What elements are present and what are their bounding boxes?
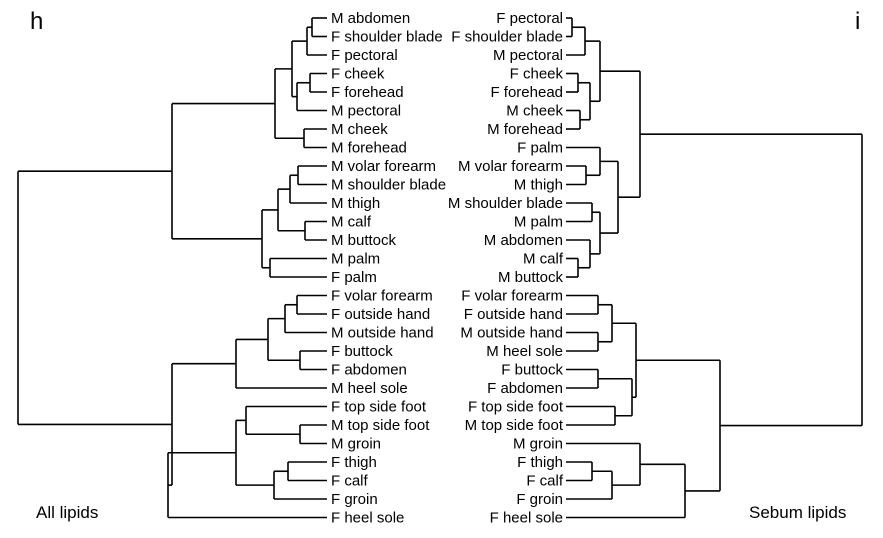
left-leaf-label: F buttock — [331, 343, 393, 360]
left-leaf-label: M groin — [331, 436, 381, 453]
panel-label-h: h — [30, 8, 44, 35]
right-leaf-label: F cheek — [510, 66, 564, 83]
right-leaf-label: F thigh — [517, 454, 563, 471]
right-leaf-label: F groin — [516, 491, 563, 508]
left-leaf-label: F outside hand — [331, 306, 430, 323]
left-leaf-label: F abdomen — [331, 362, 407, 379]
right-leaf-label: F volar forearm — [461, 288, 563, 305]
right-leaf-label: M thigh — [514, 177, 563, 194]
left-leaf-label: M abdomen — [331, 10, 410, 27]
left-leaf-label: F palm — [331, 269, 377, 286]
left-leaf-label: M buttock — [331, 232, 397, 249]
left-leaf-label: F cheek — [331, 66, 385, 83]
right-leaf-label: F outside hand — [464, 306, 563, 323]
right-leaf-label: F calf — [526, 473, 564, 490]
left-leaf-label: M outside hand — [331, 325, 434, 342]
right-leaf-label: M heel sole — [486, 343, 563, 360]
left-leaf-label: M pectoral — [331, 103, 401, 120]
right-leaf-label: M groin — [513, 436, 563, 453]
left-tree-caption: All lipids — [36, 503, 99, 522]
left-leaf-label: F volar forearm — [331, 288, 433, 305]
right-dendrogram-sebum-lipids — [566, 17, 863, 519]
left-leaf-label: F calf — [331, 473, 369, 490]
right-leaf-label: M outside hand — [460, 325, 563, 342]
right-leaf-label: F buttock — [501, 362, 563, 379]
left-leaf-label: M top side foot — [331, 417, 430, 434]
right-leaf-label: M palm — [514, 214, 563, 231]
right-leaf-label: M calf — [523, 251, 564, 268]
left-leaf-label: M palm — [331, 251, 380, 268]
right-leaf-label: M pectoral — [493, 47, 563, 64]
left-leaf-label: F shoulder blade — [331, 29, 443, 46]
left-leaf-label: M thigh — [331, 195, 380, 212]
left-leaf-label: F groin — [331, 491, 378, 508]
right-leaf-label: F palm — [517, 140, 563, 157]
panel-label-i: i — [855, 8, 861, 35]
right-tree-caption: Sebum lipids — [749, 503, 847, 522]
left-leaf-label: M shoulder blade — [331, 177, 446, 194]
right-leaf-label: F shoulder blade — [451, 29, 563, 46]
right-leaf-label: M cheek — [506, 103, 563, 120]
left-leaf-label: F thigh — [331, 454, 377, 471]
right-leaf-label: F heel sole — [490, 510, 563, 527]
right-leaf-label: M shoulder blade — [448, 195, 563, 212]
right-leaf-label: M buttock — [498, 269, 564, 286]
right-leaf-label: F top side foot — [468, 399, 564, 416]
left-dendrogram-all-lipids — [17, 17, 327, 519]
right-leaf-label: F pectoral — [496, 10, 563, 27]
left-leaf-label: M forehead — [331, 140, 407, 157]
left-leaf-label: M cheek — [331, 121, 388, 138]
left-leaf-label: M volar forearm — [331, 158, 436, 175]
right-leaf-label: F abdomen — [487, 380, 563, 397]
right-leaf-label: M forehead — [487, 121, 563, 138]
right-leaf-label: M abdomen — [484, 232, 563, 249]
left-leaf-label: M heel sole — [331, 380, 408, 397]
right-leaf-label: F forehead — [490, 84, 563, 101]
left-leaf-label: F heel sole — [331, 510, 404, 527]
left-leaf-label: M calf — [331, 214, 372, 231]
left-leaf-label: F pectoral — [331, 47, 398, 64]
left-leaf-label: F forehead — [331, 84, 404, 101]
right-leaf-label: M top side foot — [465, 417, 564, 434]
left-leaf-label: F top side foot — [331, 399, 427, 416]
right-leaf-label: M volar forearm — [458, 158, 563, 175]
